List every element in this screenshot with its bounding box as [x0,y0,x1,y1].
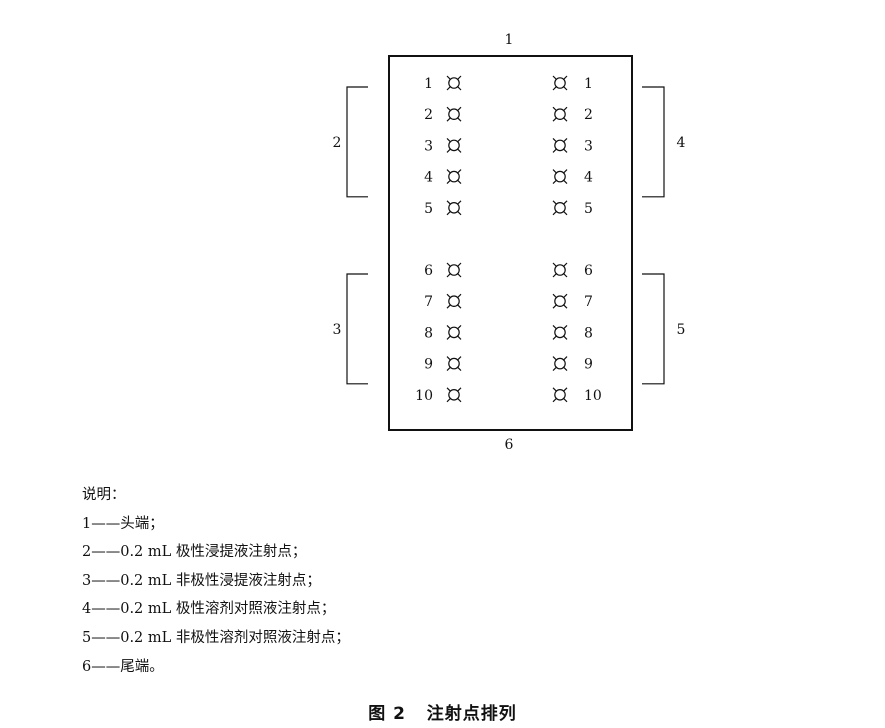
legend-item-2: 2——0.2 mL 极性浸提液注射点； [82,544,307,561]
head-end-label: 1 [505,32,514,48]
right-point-number-4: 4 [584,170,593,186]
right-group-label-4: 4 [677,135,686,151]
right-point-number-3: 3 [584,138,593,154]
right-point-number-1: 1 [584,76,593,92]
right-injection-marker-3 [552,137,568,153]
left-injection-marker-5 [446,200,462,216]
legend-item-1: 1——头端； [82,515,164,532]
left-injection-marker-9 [446,356,462,372]
right-injection-marker-1 [552,75,568,91]
legend-item-4: 4——0.2 mL 极性溶剂对照液注射点； [82,601,336,618]
left-point-number-1: 1 [424,76,433,92]
injection-site-diagram: 1 6 2 3 4 5 1 2 3 4 5 6 7 8 9 10 1 2 3 4 5 6 7 8 9 10 [333,32,686,453]
left-injection-marker-4 [446,169,462,185]
animal-back-outline [388,55,633,431]
left-point-number-5: 5 [424,201,433,217]
left-point-number-10: 10 [415,388,433,404]
left-injection-marker-7 [446,293,462,309]
left-point-number-9: 9 [424,357,433,373]
right-injection-marker-10 [552,387,568,403]
legend-heading: 说明： [82,487,126,503]
left-point-number-2: 2 [424,107,433,123]
right-group-bracket-5 [642,273,665,385]
right-injection-marker-2 [552,106,568,122]
right-point-number-7: 7 [584,294,593,310]
left-point-number-3: 3 [424,138,433,154]
left-group-bracket-3 [346,273,368,385]
left-group-label-3: 3 [333,322,342,338]
left-injection-marker-2 [446,106,462,122]
right-point-number-10: 10 [584,388,602,404]
right-injection-marker-5 [552,200,568,216]
right-injection-marker-9 [552,356,568,372]
left-injection-marker-3 [446,137,462,153]
right-point-number-5: 5 [584,201,593,217]
injection-points: 1 2 3 4 5 6 7 8 9 10 1 2 3 4 5 6 7 8 9 10 [415,75,602,404]
legend-item-5: 5——0.2 mL 非极性溶剂对照液注射点； [82,629,350,646]
legend-item-6: 6——尾端。 [82,658,164,675]
right-injection-marker-8 [552,324,568,340]
left-point-number-6: 6 [424,263,433,279]
right-point-number-8: 8 [584,325,593,341]
left-group-bracket-2 [346,86,368,198]
right-point-number-9: 9 [584,357,593,373]
left-injection-marker-10 [446,387,462,403]
figure-caption: 图 2 注射点排列 [368,704,517,724]
left-group-label-2: 2 [333,135,342,151]
right-injection-marker-6 [552,262,568,278]
left-point-number-7: 7 [424,294,433,310]
left-injection-marker-8 [446,324,462,340]
right-point-number-2: 2 [584,107,593,123]
left-injection-marker-1 [446,75,462,91]
left-injection-marker-6 [446,262,462,278]
right-group-bracket-4 [642,86,665,198]
right-injection-marker-7 [552,293,568,309]
tail-end-label: 6 [505,437,514,453]
left-point-number-4: 4 [424,170,433,186]
group-brackets: 2 3 4 5 [333,86,686,385]
right-group-label-5: 5 [677,322,686,338]
legend-item-3: 3——0.2 mL 非极性浸提液注射点； [82,572,321,589]
legend: 说明： 1——头端； 2——0.2 mL 极性浸提液注射点； 3——0.2 mL… [82,481,350,681]
right-injection-marker-4 [552,169,568,185]
right-point-number-6: 6 [584,263,593,279]
left-point-number-8: 8 [424,325,433,341]
